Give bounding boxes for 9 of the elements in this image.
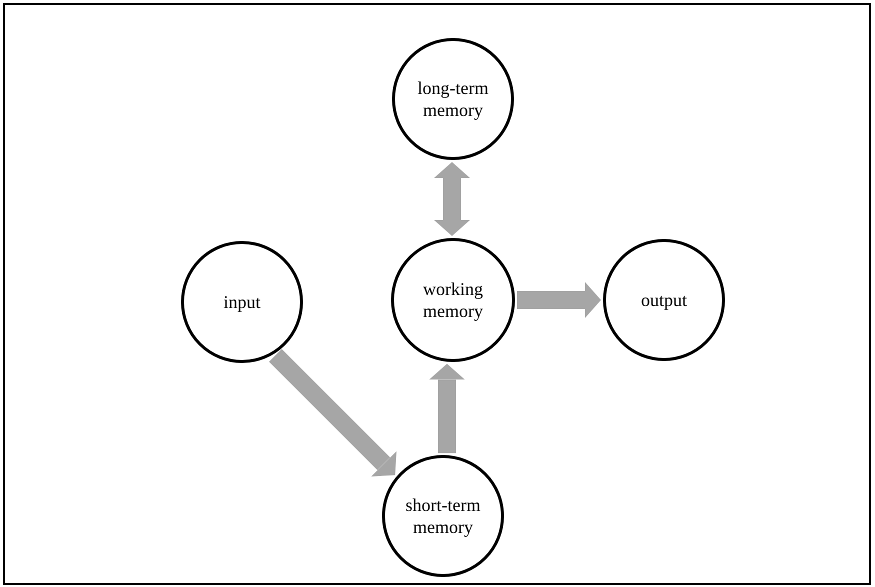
node-label: short-term memory: [404, 494, 482, 538]
node-label: output: [640, 289, 688, 311]
node-label: working memory: [422, 278, 484, 322]
block-arrow: [429, 364, 465, 454]
node-label: input: [222, 291, 262, 313]
node-label: long-term memory: [416, 77, 490, 121]
block-arrow: [434, 162, 470, 236]
block-arrow: [517, 282, 601, 318]
block-arrow: [269, 349, 396, 476]
